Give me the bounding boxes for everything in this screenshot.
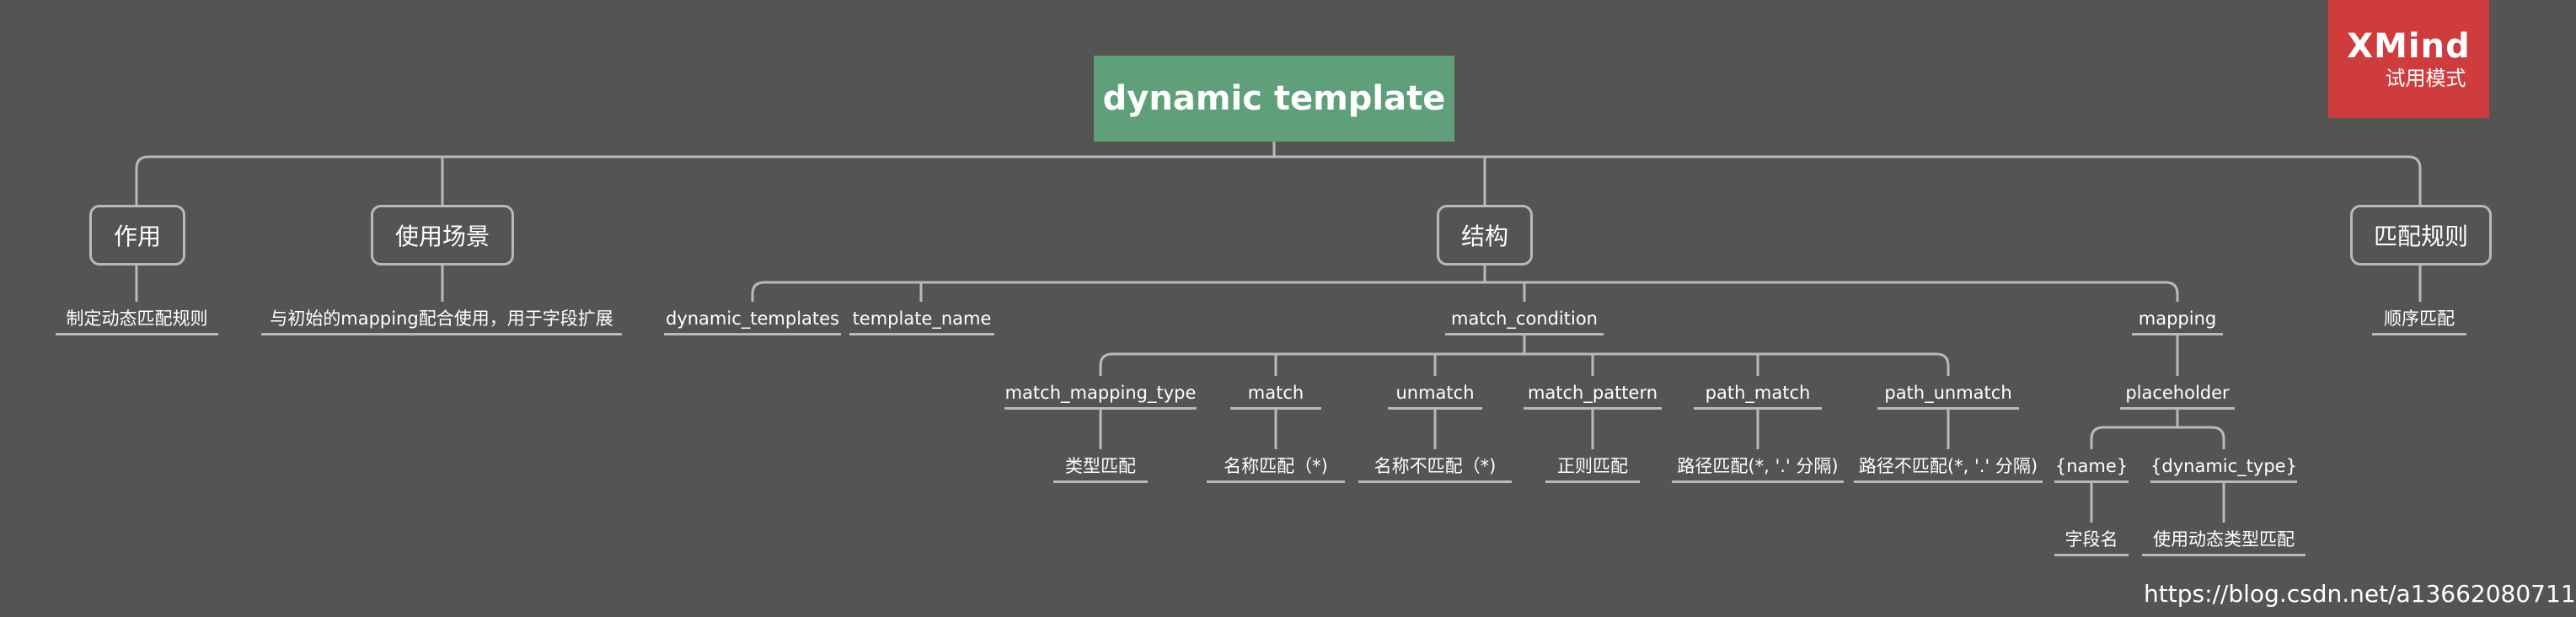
xmind-trial-badge: XMind 试用模式 [2328, 0, 2489, 118]
leaf-match-condition[interactable]: match_condition [1445, 302, 1604, 335]
branch-purpose[interactable]: 作用 [89, 205, 185, 266]
trial-mode-label: 试用模式 [2385, 67, 2466, 90]
leaf-name-placeholder[interactable]: {name} [2054, 449, 2129, 483]
branch-rules[interactable]: 匹配规则 [2350, 205, 2492, 266]
branch-scenario[interactable]: 使用场景 [371, 205, 514, 266]
leaf-use-dynamic-type[interactable]: 使用动态类型匹配 [2142, 523, 2306, 556]
leaf-type-match[interactable]: 类型匹配 [1053, 449, 1148, 483]
leaf-regex-match[interactable]: 正则匹配 [1545, 449, 1640, 483]
leaf-path-match-desc[interactable]: 路径匹配(*, '.' 分隔) [1672, 449, 1844, 483]
leaf-name-match[interactable]: 名称匹配（*) [1207, 449, 1345, 483]
leaf-match[interactable]: match [1230, 376, 1321, 410]
branch-structure[interactable]: 结构 [1437, 205, 1533, 266]
leaf-field-name[interactable]: 字段名 [2054, 523, 2129, 556]
leaf-rules-desc[interactable]: 顺序匹配 [2372, 302, 2466, 335]
leaf-template-name[interactable]: template_name [849, 302, 994, 335]
leaf-name-unmatch[interactable]: 名称不匹配（*) [1358, 449, 1512, 483]
leaf-path-unmatch-desc[interactable]: 路径不匹配(*, '.' 分隔) [1854, 449, 2043, 483]
leaf-path-match[interactable]: path_match [1694, 376, 1822, 410]
leaf-unmatch[interactable]: unmatch [1388, 376, 1482, 410]
leaf-dynamic-templates[interactable]: dynamic_templates [664, 302, 841, 335]
leaf-purpose-desc[interactable]: 制定动态匹配规则 [56, 302, 218, 335]
source-watermark: https://blog.csdn.net/a13662080711 [2144, 580, 2576, 608]
leaf-placeholder[interactable]: placeholder [2120, 376, 2235, 410]
leaf-mapping[interactable]: mapping [2132, 302, 2223, 335]
xmind-logo-text: XMind [2347, 27, 2471, 66]
leaf-scenario-desc[interactable]: 与初始的mapping配合使用，用于字段扩展 [261, 302, 622, 335]
root-topic[interactable]: dynamic template [1094, 56, 1454, 142]
leaf-dynamic-type-placeholder[interactable]: {dynamic_type} [2150, 449, 2297, 483]
leaf-match-mapping-type[interactable]: match_mapping_type [1004, 376, 1197, 410]
leaf-match-pattern[interactable]: match_pattern [1524, 376, 1662, 410]
leaf-path-unmatch[interactable]: path_unmatch [1877, 376, 2019, 410]
